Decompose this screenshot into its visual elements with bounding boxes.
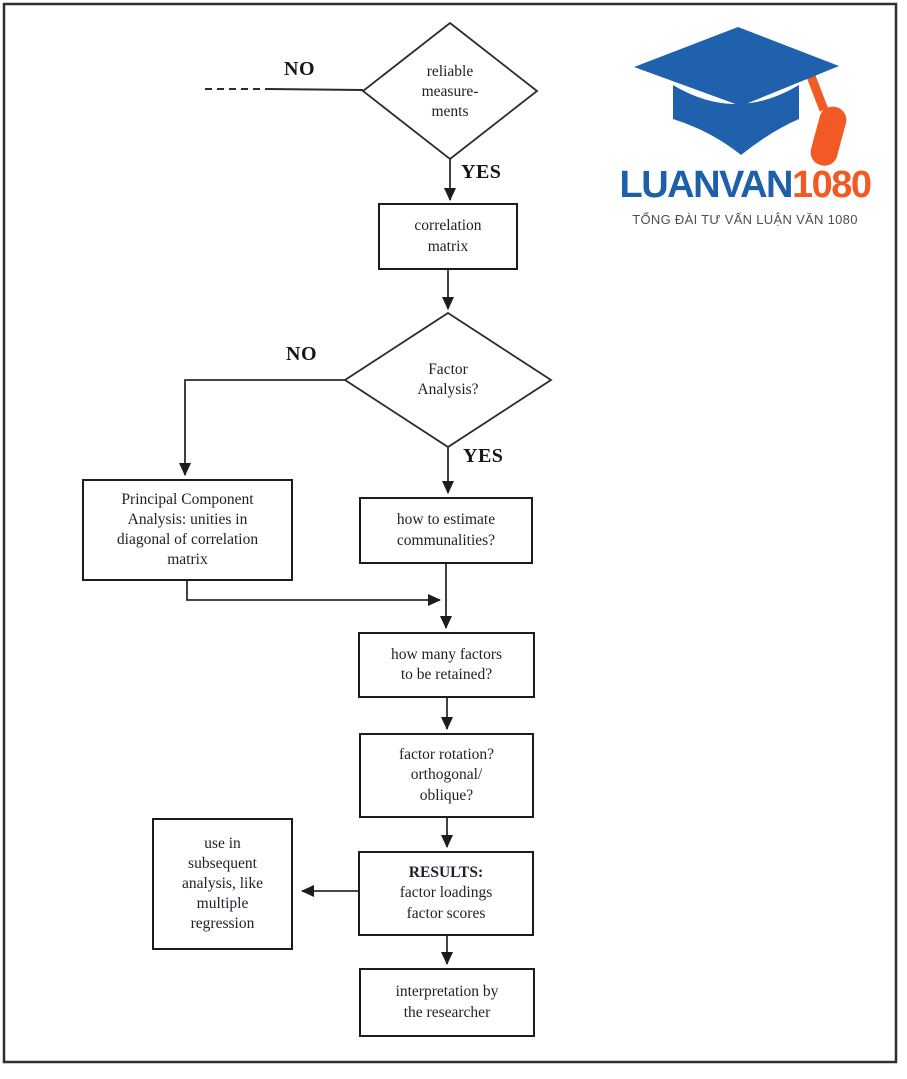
node-estimate-communalities: how to estimate communalities? bbox=[359, 497, 533, 564]
label-no-top: NO bbox=[284, 58, 315, 80]
brand-number: 1080 bbox=[791, 164, 872, 206]
brand-name: LUANVAN bbox=[619, 164, 794, 206]
cap-body bbox=[673, 85, 799, 155]
mortarboard bbox=[634, 27, 839, 106]
node-results: RESULTS: factor loadings factor scores bbox=[358, 851, 534, 936]
connector-no-solid bbox=[267, 88, 364, 91]
tassel-strap bbox=[804, 69, 829, 112]
results-body: factor loadings factor scores bbox=[399, 884, 493, 922]
results-title: RESULTS: bbox=[408, 864, 484, 882]
tassel-pendant bbox=[810, 106, 847, 166]
brand-wordmark: LUANVAN1080 bbox=[600, 164, 890, 206]
node-pca: Principal Component Analysis: unities in… bbox=[82, 479, 293, 581]
connector-pca-merge bbox=[186, 581, 441, 606]
node-factor-analysis: Factor Analysis? bbox=[417, 360, 479, 398]
node-correlation-matrix: correlation matrix bbox=[378, 203, 518, 270]
node-interpretation: interpretation by the researcher bbox=[359, 968, 535, 1037]
node-how-many-factors: how many factors to be retained? bbox=[358, 632, 535, 698]
graduation-cap-icon bbox=[634, 27, 847, 166]
node-use-subsequent: use in subsequent analysis, like multipl… bbox=[152, 818, 293, 950]
connector-no-to-pca bbox=[179, 379, 345, 476]
label-yes-mid: YES bbox=[463, 445, 504, 467]
node-reliable-measurements: reliable measure- ments bbox=[421, 62, 479, 121]
outer-frame bbox=[2, 2, 898, 1064]
label-no-mid: NO bbox=[286, 343, 317, 365]
label-yes-top: YES bbox=[461, 161, 502, 183]
brand-tagline: TỔNG ĐÀI TƯ VẤN LUẬN VĂN 1080 bbox=[632, 212, 858, 227]
node-factor-rotation: factor rotation? orthogonal/ oblique? bbox=[359, 733, 534, 818]
